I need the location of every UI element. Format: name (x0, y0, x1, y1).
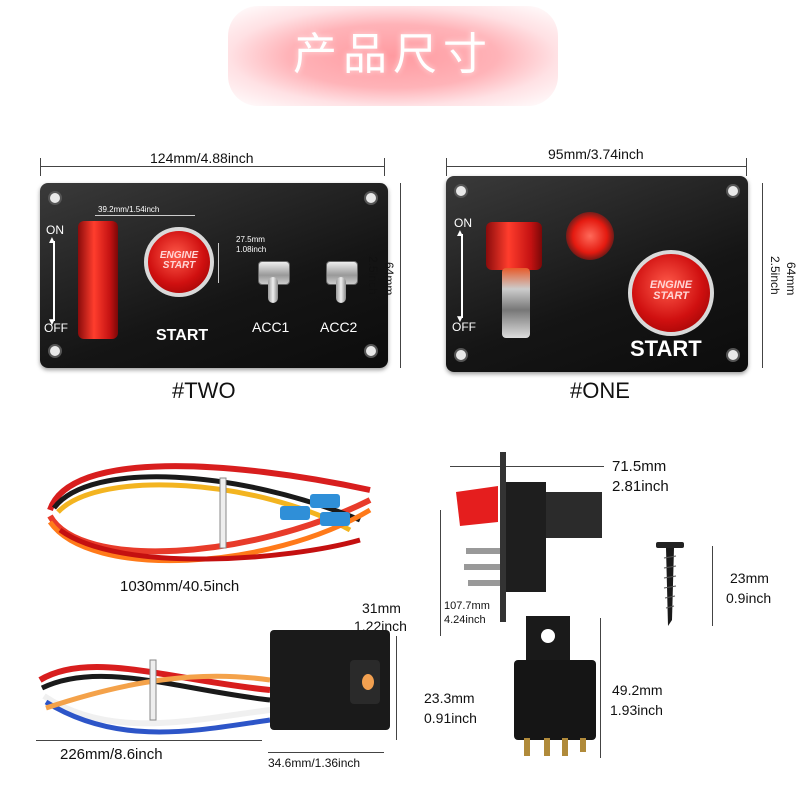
dimension-tick (446, 158, 447, 176)
toggle-switch-cover[interactable] (78, 221, 118, 339)
panel-two-width-dim: 124mm/4.88inch (150, 150, 254, 166)
toggle-switch-cover[interactable] (486, 222, 542, 270)
mount-hole (726, 348, 740, 362)
indicator-light (566, 212, 614, 260)
panel-one-height-in: 2.5inch (768, 256, 782, 295)
engine-start-button[interactable]: ENGINE START (144, 227, 214, 297)
start-label: START (156, 327, 209, 344)
mount-hole (726, 184, 740, 198)
button-text-engine: ENGINE (649, 279, 693, 291)
arrow-up-icon: ▲ (455, 228, 465, 239)
panel-one-caption: #ONE (570, 378, 630, 403)
button-dim-mm: 27.5mm (236, 235, 265, 244)
on-label: ON (46, 223, 64, 237)
relay-height-mm: 49.2mm (612, 682, 663, 698)
acc2-label: ACC2 (320, 319, 358, 335)
acc1-toggle-nut (258, 261, 290, 285)
dimension-line (446, 166, 746, 167)
screw-image (656, 542, 684, 626)
off-label: OFF (44, 321, 68, 335)
dimension-tick (40, 158, 41, 176)
relay-image (514, 616, 596, 756)
socket-width: 34.6mm/1.36inch (268, 756, 361, 770)
dimension-line (400, 183, 401, 368)
mount-hole (48, 344, 62, 358)
screw-length-in: 0.9inch (726, 590, 772, 606)
switch-dim: 39.2mm/1.54inch (98, 205, 160, 214)
dimension-tick (384, 158, 385, 176)
wire-harness-image (47, 463, 372, 564)
arrow-line (53, 241, 55, 321)
dimension-line (440, 510, 441, 636)
dimension-line (450, 466, 604, 467)
panel-two-height-mm: 64mm (382, 262, 396, 296)
button-text-start: START (162, 260, 196, 271)
mount-hole (48, 191, 62, 205)
panel-one-width-dim: 95mm/3.74inch (548, 146, 644, 162)
side-depth-in: 2.81inch (612, 478, 669, 495)
screw-length-mm: 23mm (730, 570, 769, 586)
panel-one-height-mm: 64mm (784, 262, 798, 296)
title-banner (228, 6, 558, 106)
relay-height-in: 1.93inch (610, 702, 663, 718)
acc1-label: ACC1 (252, 319, 290, 335)
side-view-image (456, 452, 602, 622)
relay-width-in: 0.91inch (424, 710, 477, 726)
acc2-toggle-switch[interactable] (336, 277, 346, 303)
side-height-mm: 107.7mm (444, 600, 490, 612)
mount-hole (454, 184, 468, 198)
harness-length: 1030mm/40.5inch (120, 578, 240, 595)
button-text-engine: ENGINE (159, 250, 199, 261)
side-height-in: 4.24inch (444, 614, 486, 626)
button-dim-line (218, 243, 219, 283)
button-text-start: START (653, 290, 689, 302)
dimension-line (600, 618, 601, 758)
panel-two-caption: #TWO (172, 378, 236, 403)
dimension-line (40, 166, 384, 167)
arrow-down-icon: ▼ (47, 317, 57, 328)
start-label: START (630, 336, 702, 361)
arrow-up-icon: ▲ (47, 235, 57, 246)
dimension-line (762, 183, 763, 368)
dimension-line (268, 752, 384, 753)
dimension-line (36, 740, 262, 741)
panel-two: ON ▲ ▼ OFF 39.2mm/1.54inch ENGINE START … (40, 183, 388, 368)
button-dim-in: 1.08inch (236, 245, 267, 254)
side-depth-mm: 71.5mm (612, 458, 667, 475)
toggle-switch-base[interactable] (502, 268, 530, 338)
relay-harness-length: 226mm/8.6inch (60, 746, 163, 763)
engine-start-button[interactable]: ENGINE START (628, 250, 714, 336)
panel-one: ON ▲ ▼ OFF ENGINE START START (446, 176, 748, 372)
on-label: ON (454, 216, 472, 230)
switch-dim-line (95, 215, 195, 216)
dimension-line (396, 636, 397, 740)
socket-height-mm: 31mm (362, 600, 401, 616)
mount-hole (454, 348, 468, 362)
off-label: OFF (452, 320, 476, 334)
dimension-line (712, 546, 713, 626)
arrow-down-icon: ▼ (455, 314, 465, 325)
panel-two-height-in: 2.5inch (366, 256, 380, 295)
arrow-line (461, 234, 463, 318)
mount-hole (364, 191, 378, 205)
dimension-tick (746, 158, 747, 176)
relay-harness-image (38, 630, 390, 735)
relay-width-mm: 23.3mm (424, 690, 475, 706)
mount-hole (364, 344, 378, 358)
banner-title: 产品尺寸 (293, 29, 493, 80)
acc1-toggle-switch[interactable] (268, 277, 278, 303)
